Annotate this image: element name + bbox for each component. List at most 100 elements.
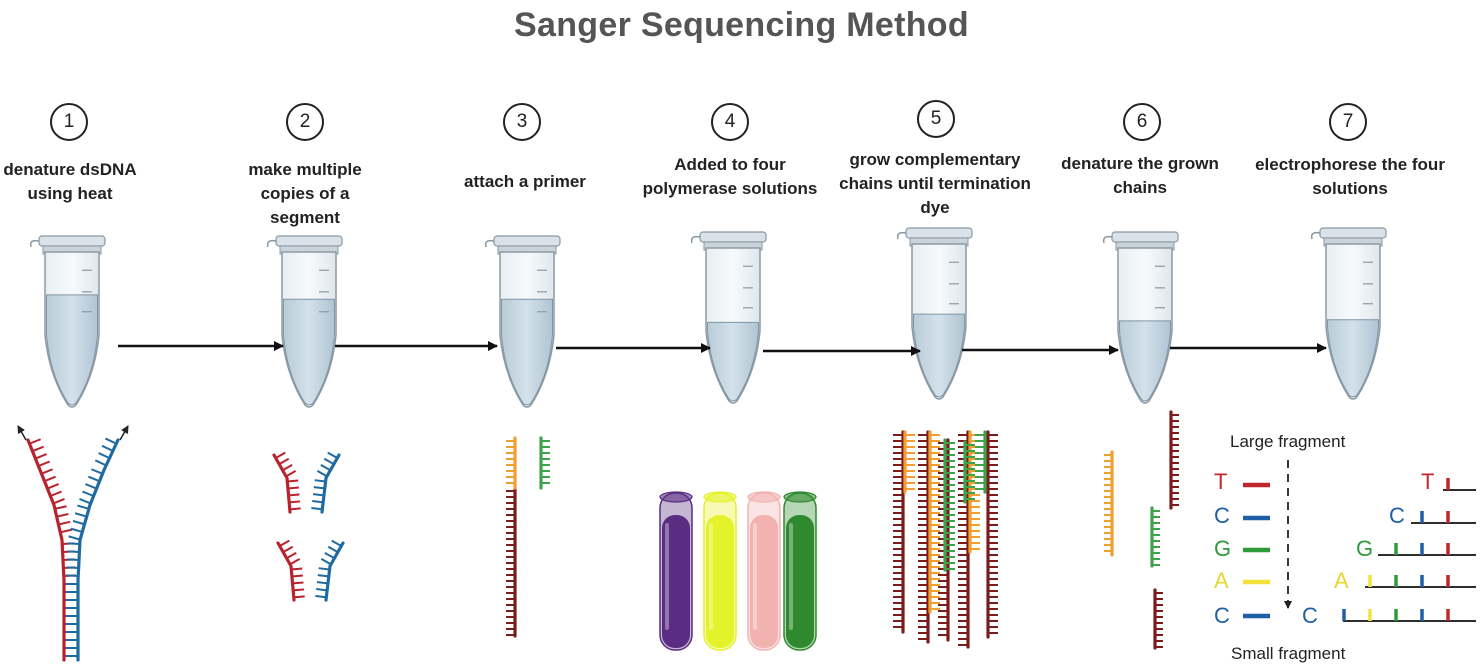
strand-tick [288, 493, 300, 497]
strand-tick [38, 460, 50, 467]
strand-tick [315, 595, 327, 599]
tube-cap [38, 235, 106, 247]
tube-cap-hinge [1310, 231, 1321, 240]
step2-blue-2 [315, 539, 345, 602]
strand-tick [316, 581, 329, 585]
strand-tick [311, 507, 323, 511]
step-number-7: 7 [1329, 103, 1367, 141]
strand-tick [292, 581, 304, 585]
strand-tick [91, 468, 103, 475]
step3-template [506, 486, 517, 638]
tube-6 [1102, 231, 1179, 404]
strand-tick [323, 457, 335, 466]
strand-tick [79, 498, 92, 505]
tube-cap [275, 235, 343, 247]
strand-tick [50, 490, 62, 497]
vial-liquid [750, 515, 778, 648]
tube-cap [1111, 231, 1179, 243]
step3-primer-orange [506, 436, 517, 490]
step5-green [975, 430, 987, 494]
step2-red-2 [276, 539, 305, 602]
step-number-2: 2 [286, 103, 324, 141]
step1-arrow-left [17, 425, 27, 441]
strand-tick [275, 451, 286, 459]
step2-blue-1 [311, 451, 341, 514]
right-base-c1: C [1389, 503, 1405, 528]
strand-tick [287, 486, 299, 490]
tube-7 [1310, 227, 1387, 400]
strand-tick [68, 535, 81, 541]
right-base-a: A [1334, 568, 1349, 593]
step1-arrow-right [119, 425, 129, 441]
strand-tick [320, 558, 332, 566]
strand-backbone [26, 438, 66, 662]
strand-tick [94, 459, 107, 467]
tube-liquid [913, 313, 965, 398]
strand-tick [291, 574, 303, 578]
tube-liquid [1327, 319, 1379, 398]
step5-chain-4 [958, 430, 980, 649]
step6-dark-top [1169, 410, 1179, 510]
green-vial [783, 491, 817, 651]
strand-tick [44, 475, 56, 483]
step5-template [893, 430, 905, 634]
step5-chain-3 [938, 438, 955, 642]
strand-tick [72, 519, 85, 526]
step5-green [963, 440, 975, 504]
step3-primer-green [539, 436, 550, 490]
step-text-5: grow complementary chains until terminat… [839, 150, 1031, 217]
strand-tick [105, 437, 117, 445]
tube-cap-hinge [484, 239, 495, 248]
vial-liquid [786, 515, 814, 648]
strand-tick [313, 486, 325, 490]
strand-tick [293, 588, 305, 592]
strand-tick [101, 444, 114, 452]
small-fragment-label: Small fragment [1231, 644, 1346, 663]
yellow-vial [703, 491, 737, 651]
strand-tick [286, 551, 297, 560]
strand-tick [278, 457, 290, 466]
step6-dark-bottom [1153, 588, 1163, 650]
tube-liquid [46, 294, 98, 406]
strand-tick [85, 483, 97, 490]
left-base-c1: C [1214, 503, 1230, 528]
vial-rim [783, 491, 817, 503]
tube-3 [484, 235, 561, 408]
strand-tick [35, 453, 47, 460]
step-number-6: 6 [1123, 103, 1161, 141]
step1-red-strand [26, 438, 76, 662]
arrows-layer [118, 341, 1327, 356]
step5-chain-5 [975, 430, 998, 639]
step2-red-1 [272, 451, 301, 514]
strand-tick [287, 479, 299, 483]
strand-tick [54, 505, 67, 510]
strand-tick [58, 520, 71, 526]
step5-orange [928, 430, 940, 614]
tube-cap [699, 231, 767, 243]
tube-cap [905, 227, 973, 239]
strand-tick [70, 527, 83, 533]
tube-cap-hinge [896, 231, 907, 240]
step6-orange [1104, 450, 1114, 557]
strand-tick [67, 550, 80, 553]
strand-tick [32, 445, 44, 453]
strand-tick [66, 566, 79, 569]
vial-highlight [789, 523, 793, 630]
step-number-3: 3 [503, 103, 541, 141]
strand-tick [47, 483, 59, 490]
tube-cap [1319, 227, 1387, 239]
strand-tick [98, 452, 110, 460]
strand-tick [77, 504, 90, 510]
step5-chain-1 [893, 430, 915, 634]
vial-liquid [662, 515, 690, 648]
tube-liquid [283, 298, 335, 406]
strand-backbone [272, 453, 292, 514]
strand-tick [314, 479, 326, 483]
step5-template [986, 430, 998, 639]
strand-tick [289, 507, 301, 511]
strand-tick [289, 500, 301, 504]
step5-template [918, 430, 930, 644]
strand-tick [324, 551, 335, 560]
